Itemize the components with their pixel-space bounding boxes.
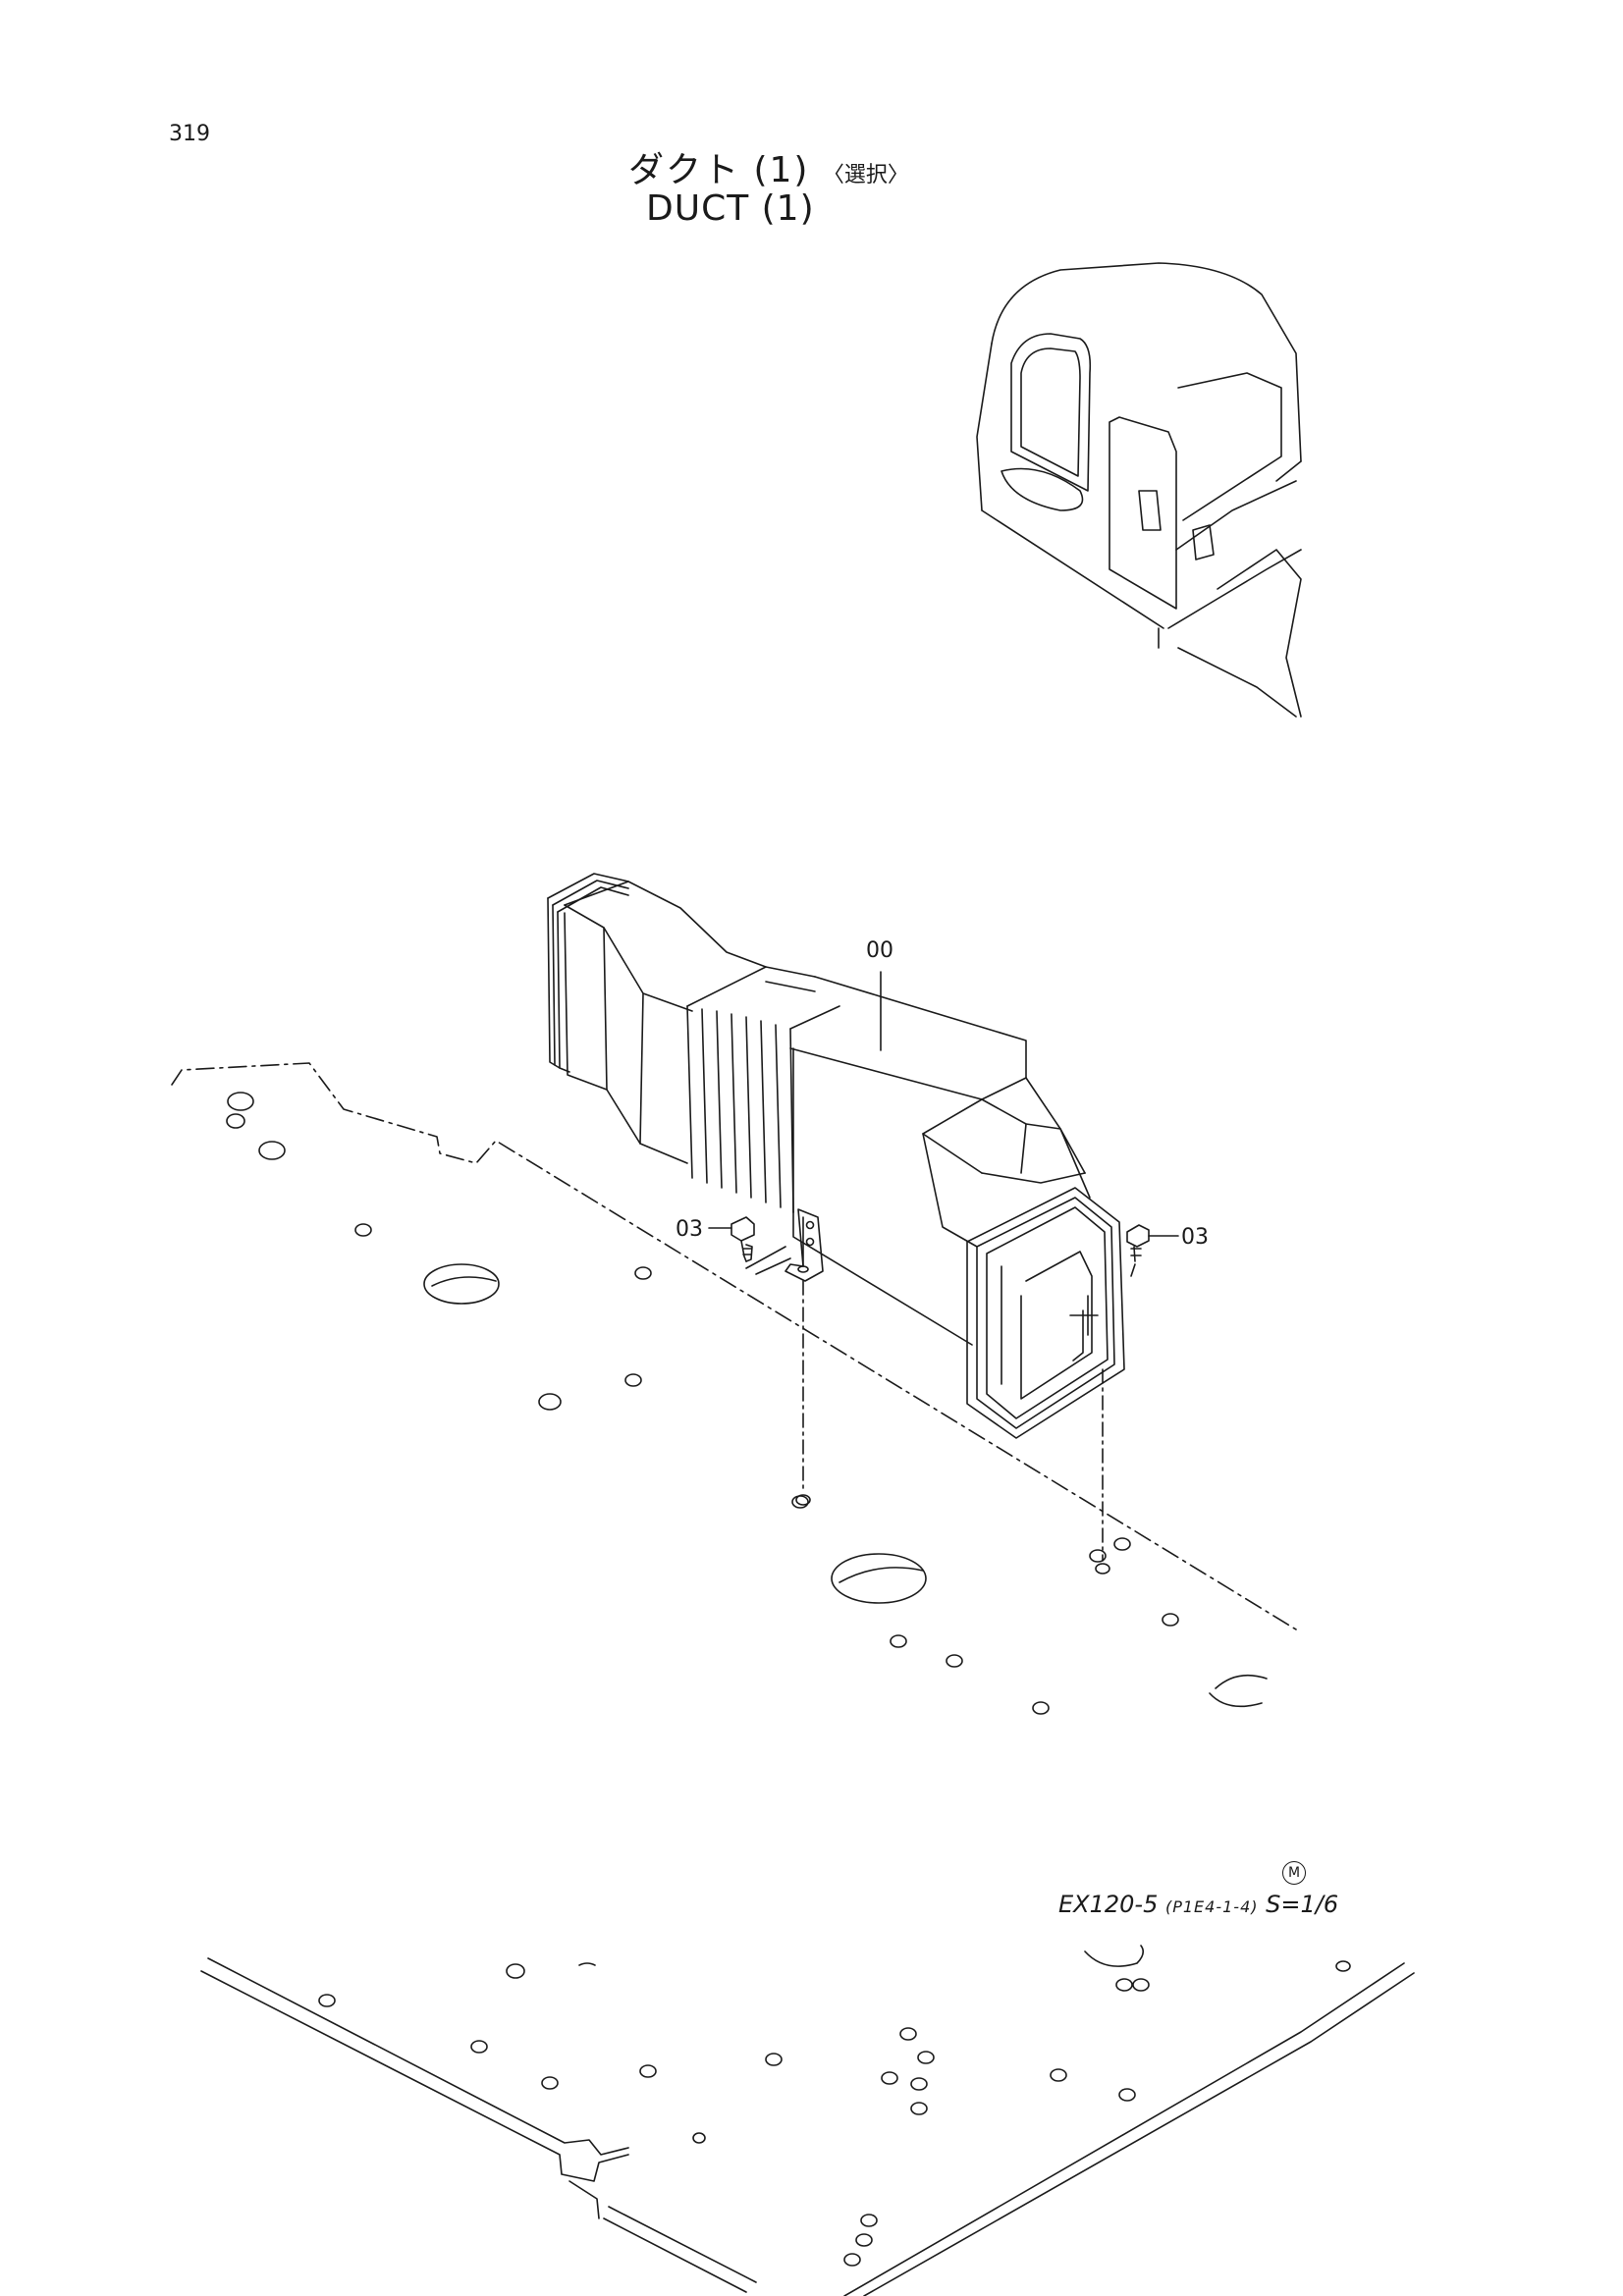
title-japanese-note: 〈選択〉 xyxy=(822,163,909,187)
bolt-right xyxy=(1126,1224,1179,1277)
floor-plate-upper xyxy=(171,1062,1297,1715)
leader-lines xyxy=(795,971,1110,1575)
footer-scale: S=1/6 xyxy=(1266,1891,1339,1918)
callout-bolt-left: 03 xyxy=(676,1217,703,1242)
footer-model: EX120-5 xyxy=(1058,1891,1159,1918)
title-japanese-main: ダクト (1) xyxy=(628,150,810,190)
footer-model-info: EX120-5 (P1E4-1-4) S=1/6 xyxy=(1058,1891,1338,1918)
page-number: 319 xyxy=(169,122,210,146)
duct-assembly xyxy=(547,873,1125,1439)
footer-code: (P1E4-1-4) xyxy=(1164,1897,1259,1916)
callout-duct: 00 xyxy=(866,938,893,963)
bracket-part xyxy=(784,1208,824,1282)
title-japanese: ダクト (1) 〈選択〉 xyxy=(628,141,909,192)
title-english: DUCT (1) xyxy=(646,188,815,229)
cab-locator-illustration xyxy=(976,262,1302,718)
footer-m-mark: M xyxy=(1282,1861,1306,1885)
callout-bolt-right: 03 xyxy=(1181,1225,1209,1250)
bolt-left xyxy=(708,1216,791,1275)
floor-plate-lower xyxy=(200,1945,1415,2296)
